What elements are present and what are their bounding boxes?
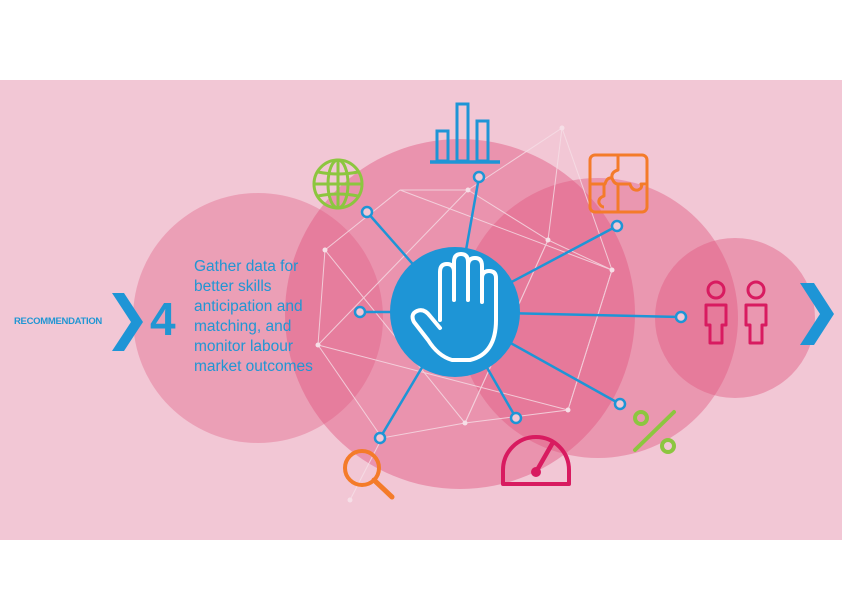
two-people-icon bbox=[704, 280, 768, 345]
chevron-right-icon bbox=[112, 293, 143, 351]
network-nodes bbox=[315, 125, 615, 503]
chevron-right-icon bbox=[800, 283, 834, 345]
speedometer-icon bbox=[501, 435, 571, 486]
recommendation-text: Gather data for better skills anticipati… bbox=[194, 257, 354, 377]
recommendation-number: 4 bbox=[150, 293, 176, 345]
globe-icon bbox=[312, 158, 364, 210]
recommendation-line: market outcomes bbox=[194, 358, 313, 375]
puzzle-icon bbox=[588, 153, 649, 214]
raised-hand-icon bbox=[410, 252, 498, 362]
percent-icon bbox=[633, 410, 676, 454]
recommendation-line: anticipation and bbox=[194, 298, 303, 315]
circle-right-large bbox=[458, 178, 738, 458]
recommendation-line: matching, and bbox=[194, 318, 292, 335]
recommendation-line: Gather data for bbox=[194, 258, 299, 275]
spoke-end-nodes bbox=[353, 170, 688, 445]
hub-circle bbox=[390, 247, 520, 377]
circle-right-small bbox=[655, 238, 815, 398]
circle-left bbox=[133, 193, 383, 443]
bar-chart-icon bbox=[430, 102, 500, 164]
recommendation-line: monitor labour bbox=[194, 338, 294, 355]
recommendation-label: RECOMMENDATION bbox=[14, 316, 102, 327]
magnifier-icon bbox=[343, 449, 395, 500]
recommendation-line: better skills bbox=[194, 278, 272, 295]
